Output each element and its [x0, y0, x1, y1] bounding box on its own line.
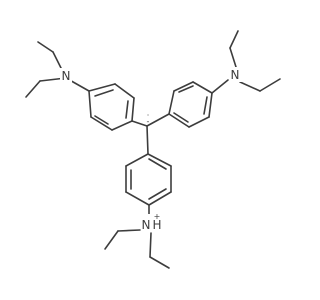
bond [192, 81, 213, 94]
bond [148, 158, 167, 170]
bond [125, 100, 129, 119]
bond [25, 80, 41, 98]
bond [125, 191, 150, 206]
bond [168, 113, 190, 128]
bond [131, 120, 148, 127]
atom-n3-hydrogen: H [152, 218, 161, 232]
atom-n3: N H + [141, 212, 163, 232]
bond [148, 188, 167, 200]
bond [90, 116, 113, 131]
atom-n3-charge: + [154, 212, 161, 221]
bond [146, 125, 149, 155]
bond [88, 83, 116, 92]
central-carbon-charge: - [147, 117, 150, 126]
bond [146, 113, 170, 127]
atom-n2: N [229, 67, 242, 82]
bond [88, 90, 92, 118]
bond-layer [25, 30, 281, 269]
bond [149, 256, 170, 269]
bond [131, 97, 135, 122]
bond [239, 81, 261, 92]
central-carbon: · - [147, 111, 150, 126]
bond [229, 47, 237, 68]
bond [173, 81, 194, 92]
bond [111, 120, 133, 131]
bond [94, 89, 114, 97]
bond [168, 90, 175, 115]
atom-n2-symbol: N [231, 68, 240, 82]
bond [37, 41, 54, 53]
molecule-diagram: N N N H + · - [25, 30, 281, 269]
bond [203, 96, 208, 115]
atom-n1-symbol: N [62, 69, 71, 83]
atom-n1: N [60, 68, 72, 83]
bond [147, 153, 172, 167]
bond [259, 78, 281, 92]
bond [125, 153, 149, 167]
bond [208, 92, 213, 118]
bond [211, 79, 229, 94]
bond [178, 85, 194, 93]
central-carbon-radical: · [147, 111, 150, 120]
bond [114, 83, 135, 99]
bond [173, 112, 189, 123]
bond [229, 30, 239, 49]
bond [94, 115, 109, 125]
bond [188, 116, 210, 128]
bond [104, 230, 119, 250]
atom-n3-symbol: N [142, 218, 151, 232]
bond [148, 191, 172, 206]
bond [149, 232, 152, 258]
bond [117, 229, 141, 232]
